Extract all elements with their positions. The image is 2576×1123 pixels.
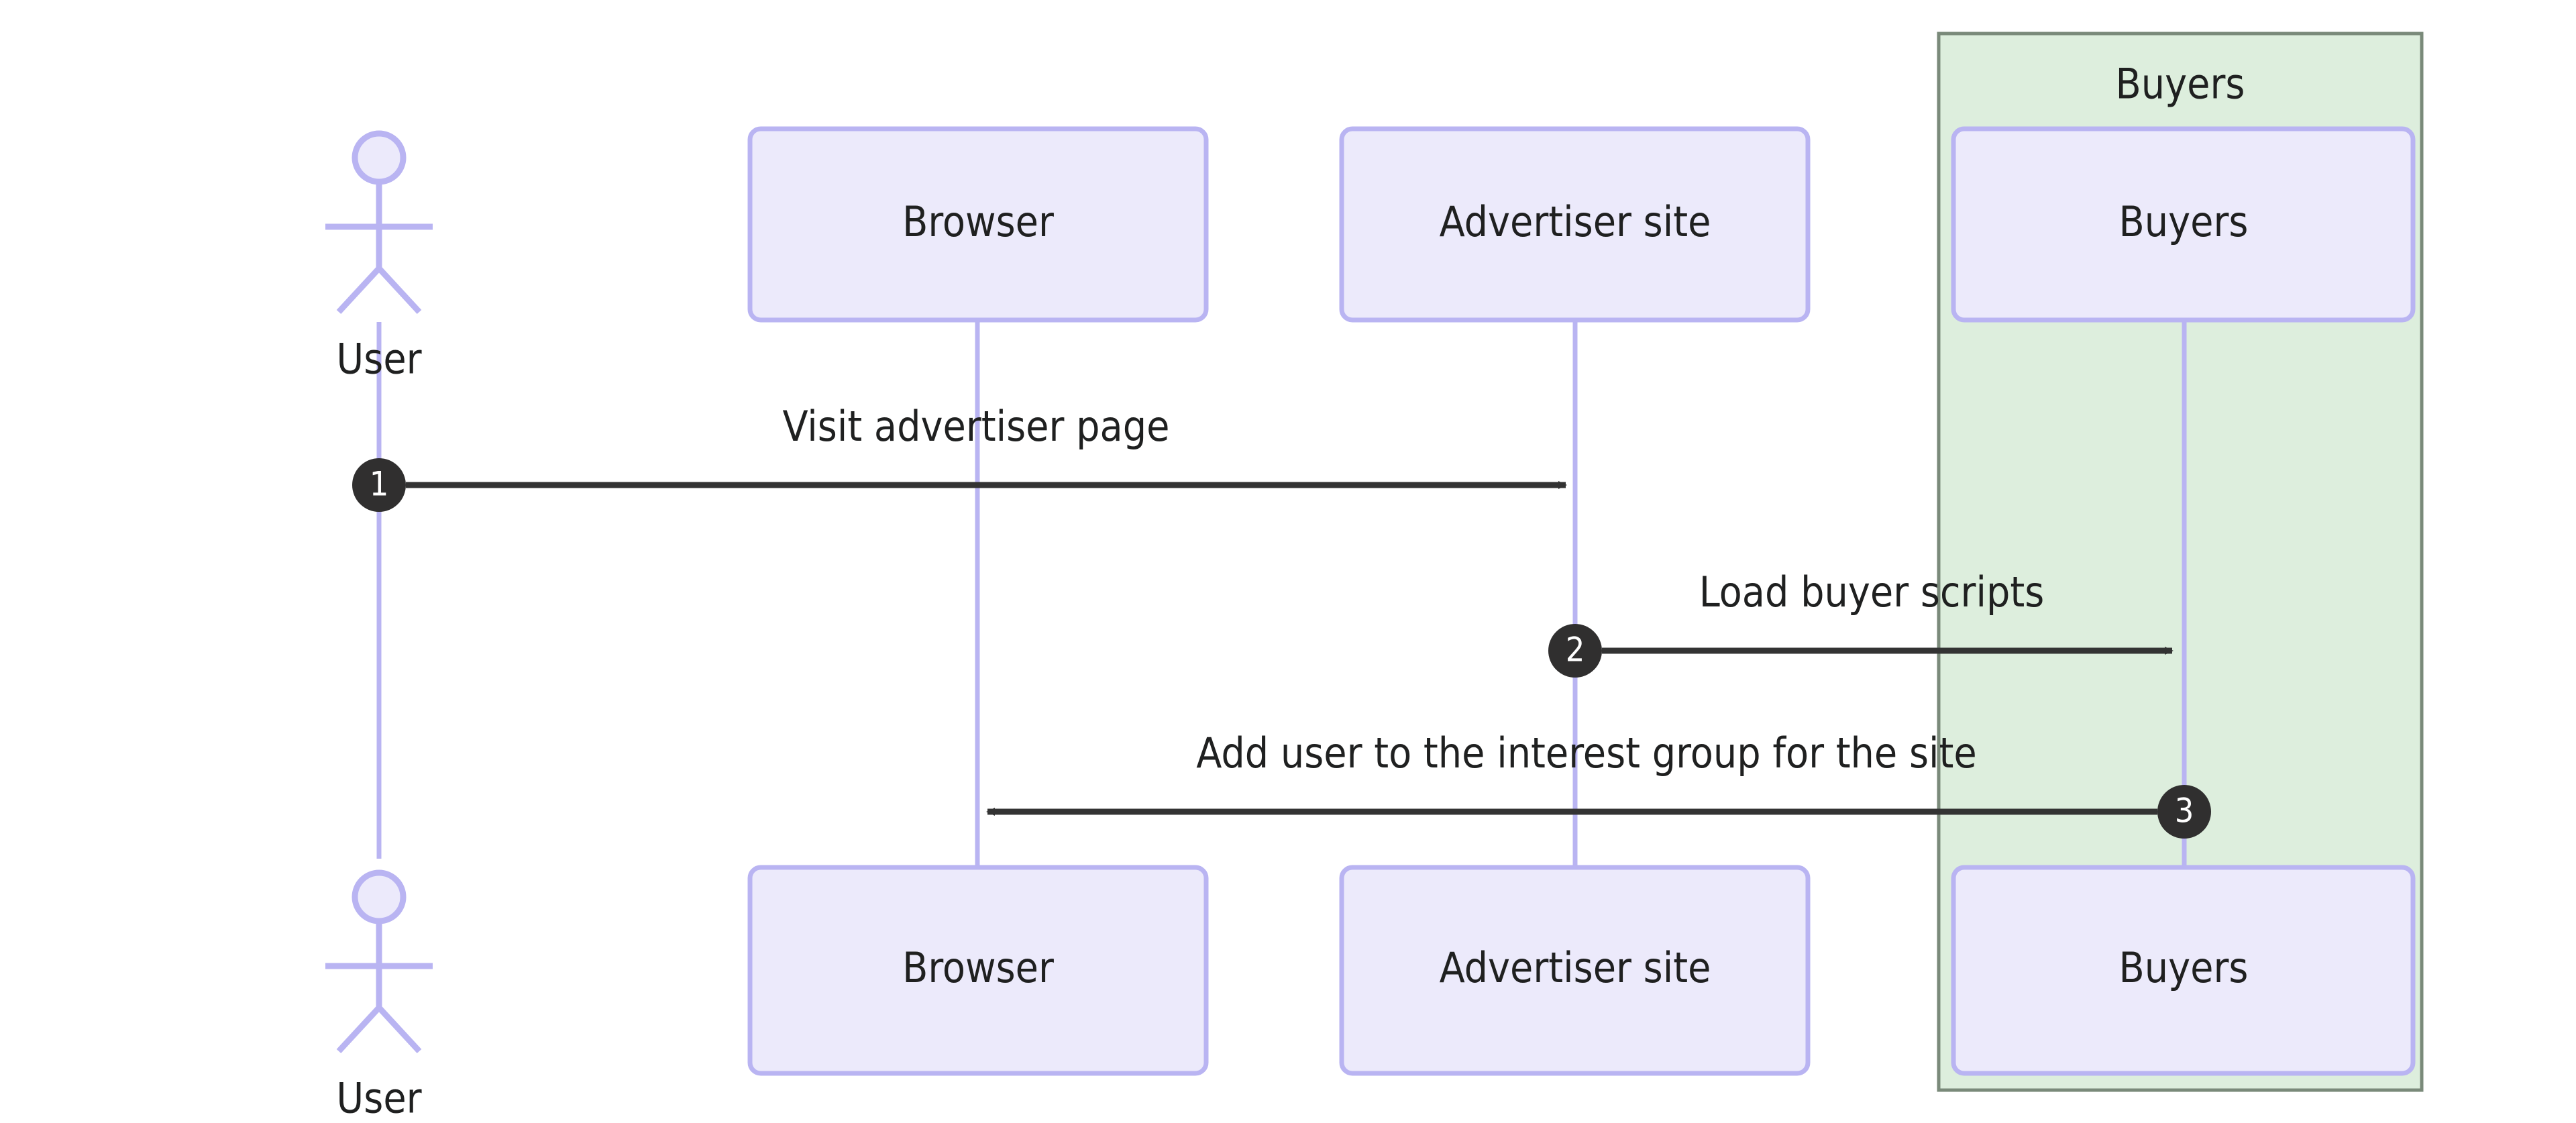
- participant-advertiser-site-bottom[interactable]: Advertiser site: [1339, 865, 1811, 1076]
- participant-browser-top[interactable]: Browser: [747, 126, 1209, 323]
- actor-user-top[interactable]: User: [325, 130, 433, 383]
- group-box-title: Buyers: [2116, 59, 2245, 108]
- stick-figure-head-icon: [352, 869, 407, 924]
- actor-user-top-label: User: [336, 334, 421, 383]
- stick-figure-head-icon: [352, 130, 407, 185]
- participant-advertiser-site-top[interactable]: Advertiser site: [1339, 126, 1811, 323]
- message-3[interactable]: Add user to the interest group for the s…: [986, 729, 2211, 839]
- message-2-seq-number: 2: [1566, 631, 1585, 670]
- message-2-label: Load buyer scripts: [1699, 568, 2045, 617]
- lifelines: [376, 320, 2187, 867]
- message-1[interactable]: Visit advertiser page 1: [352, 402, 1567, 512]
- message-3-seq-number: 3: [2175, 792, 2194, 831]
- message-3-label: Add user to the interest group for the s…: [1196, 729, 1976, 778]
- participant-box-rect: [1951, 865, 2416, 1076]
- participant-buyers-top[interactable]: Buyers: [1951, 126, 2416, 323]
- participant-buyers-top-label: Buyers: [2119, 197, 2249, 246]
- participant-browser-bottom-label: Browser: [902, 943, 1054, 992]
- stick-figure-leg-left-icon: [336, 266, 382, 315]
- message-1-seq-number: 1: [370, 465, 389, 504]
- message-1-seq-badge: [352, 458, 406, 512]
- participant-browser-top-label: Browser: [902, 197, 1054, 246]
- participant-box-rect: [1339, 865, 1811, 1076]
- stick-figure-leg-right-icon: [376, 1005, 422, 1054]
- participant-buyers-bottom[interactable]: Buyers: [1951, 865, 2416, 1076]
- participant-browser-bottom[interactable]: Browser: [747, 865, 1209, 1076]
- participant-box-rect: [1951, 126, 2416, 323]
- participant-box-rect: [747, 865, 1209, 1076]
- participant-box-rect: [1339, 126, 1811, 323]
- message-2-seq-badge: [1548, 624, 1602, 678]
- participant-box-rect: [747, 126, 1209, 323]
- stick-figure-leg-left-icon: [336, 1005, 382, 1054]
- message-1-label: Visit advertiser page: [783, 402, 1170, 451]
- participant-advertiser-site-top-label: Advertiser site: [1440, 197, 1711, 246]
- stick-figure-leg-right-icon: [376, 266, 422, 315]
- actor-user-bottom-label: User: [336, 1073, 421, 1122]
- participant-buyers-bottom-label: Buyers: [2119, 943, 2249, 992]
- message-3-seq-badge: [2157, 785, 2211, 839]
- message-2[interactable]: Load buyer scripts 2: [1548, 568, 2174, 678]
- participant-advertiser-site-bottom-label: Advertiser site: [1440, 943, 1711, 992]
- actor-user-bottom[interactable]: User: [325, 869, 433, 1122]
